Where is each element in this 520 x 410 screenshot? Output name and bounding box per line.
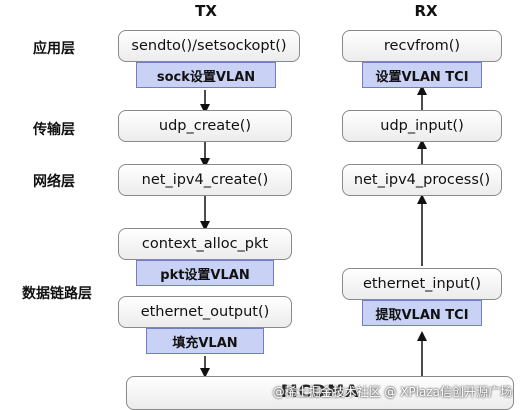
layer-label-application: 应用层 — [33, 41, 75, 57]
rx-recvfrom-box: recvfrom() — [342, 30, 502, 62]
tx-context-alloc-box: context_alloc_pkt — [118, 228, 292, 260]
tx-pkt-vlan-tag: pkt设置VLAN — [136, 260, 274, 286]
rx-extract-vlan-tci-tag: 提取VLAN TCI — [362, 300, 482, 326]
rx-column-title: RX — [414, 2, 438, 20]
mcdma-label: MCDMA — [280, 382, 360, 402]
rx-eth-input-box: ethernet_input() — [342, 268, 502, 300]
tx-udp-create-box: udp_create() — [118, 110, 292, 142]
tx-sock-vlan-tag: sock设置VLAN — [136, 62, 276, 88]
tx-eth-output-box: ethernet_output() — [118, 296, 292, 328]
tx-net-create-box: net_ipv4_create() — [118, 164, 292, 196]
layer-label-transport: 传输层 — [33, 122, 75, 138]
rx-set-vlan-tci-tag: 设置VLAN TCI — [362, 62, 482, 88]
layer-label-network: 网络层 — [33, 174, 75, 190]
rx-udp-input-box: udp_input() — [342, 110, 502, 142]
rx-net-process-box: net_ipv4_process() — [342, 164, 502, 196]
tx-column-title: TX — [195, 2, 217, 20]
tx-sendto-box: sendto()/setsockopt() — [118, 30, 300, 62]
layer-label-datalink: 数据链路层 — [22, 286, 92, 302]
tx-fill-vlan-tag: 填充VLAN — [146, 328, 264, 354]
watermark: @稀土掘金技术社区 @ XPlaza信创开源广场 — [272, 385, 512, 399]
